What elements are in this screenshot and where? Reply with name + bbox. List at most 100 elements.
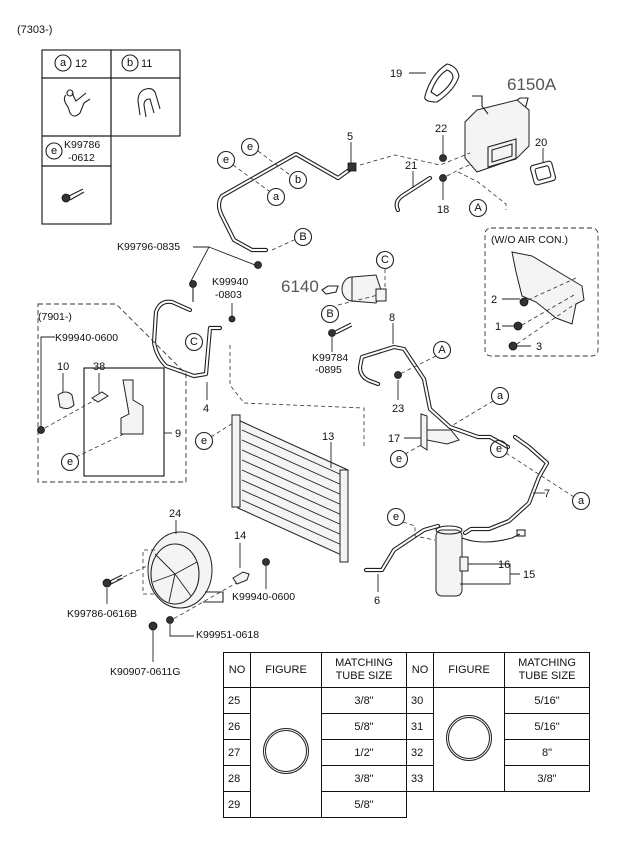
condenser-fins — [241, 429, 345, 547]
header-no-2: NO — [406, 652, 434, 688]
hw-label-k99796-0835: K99796-0835 — [117, 241, 180, 253]
callout-a-3 — [571, 491, 591, 511]
nut-icon — [166, 616, 174, 624]
o-ring-icon — [446, 715, 492, 761]
row-no: 25 — [223, 687, 251, 714]
part-label-24: 24 — [169, 508, 181, 520]
svg-text:a: a — [497, 390, 504, 402]
svg-text:C: C — [381, 254, 389, 266]
row-size: 3/8" — [321, 687, 407, 714]
row-size: 3/8" — [321, 765, 407, 792]
table-row: 27 1/2" 32 8" — [223, 739, 590, 766]
o-ring-icon — [263, 728, 309, 774]
callout-e-5 — [60, 452, 80, 472]
hw-label-k99784-0895-line2: -0895 — [315, 364, 342, 376]
row-no: 29 — [223, 791, 251, 818]
hw-label-k99786-0616b: K99786-0616B — [67, 608, 137, 620]
switch-14-icon — [232, 571, 250, 585]
ref-label-6150a: 6150A — [507, 75, 557, 94]
hw-label-k99951-0618: K99951-0618 — [196, 629, 259, 641]
row-no: 27 — [223, 739, 251, 766]
nut-1-icon — [513, 321, 523, 331]
range-label-7303: (7303-) — [17, 24, 52, 36]
bracket-17: 17 e — [388, 413, 460, 469]
part-label-21: 21 — [405, 160, 417, 172]
svg-text:B: B — [299, 231, 306, 243]
callout-e-6 — [194, 431, 214, 451]
oring-23-icon — [394, 371, 402, 379]
callout-A-2 — [432, 340, 452, 360]
part-label-4: 4 — [203, 403, 209, 415]
bolt-icon — [102, 578, 112, 588]
row-size: 5/8" — [321, 791, 407, 818]
hw-label-k99940-0803-line1: K99940 — [212, 276, 248, 288]
range-7901-group: (7901-) K99940-0600 10 38 9 e — [37, 303, 187, 483]
svg-text:C: C — [190, 336, 198, 348]
callout-e-2 — [240, 137, 260, 157]
hw-label-k99940-0600-a: K99940-0600 — [55, 332, 118, 344]
cover-plate-icon — [511, 251, 585, 325]
ref-label-6140: 6140 — [281, 277, 319, 296]
part-label-17: 17 — [388, 433, 400, 445]
row-no: 26 — [223, 713, 251, 740]
legend-e-part-line2: -0612 — [68, 152, 95, 164]
clip-a-icon — [63, 89, 91, 117]
hw-label-k90907-0611g: K90907-0611G — [110, 666, 180, 678]
part-label-3: 3 — [536, 341, 542, 353]
seal-19-icon — [424, 63, 460, 103]
svg-text:e: e — [393, 511, 399, 523]
callout-B-1 — [293, 227, 313, 247]
table-row: 28 3/8" 33 3/8" — [223, 765, 590, 792]
svg-text:e: e — [201, 435, 207, 447]
callout-a-1 — [266, 187, 286, 207]
callout-e-1 — [216, 150, 236, 170]
suction-tube-5: 5 e e b a B — [216, 131, 357, 253]
sensor-38-icon — [91, 391, 109, 403]
fan-assembly-24: 24 K99786-0616B K99951-0618 K90907-0611G — [67, 508, 259, 678]
bolt-icon — [189, 280, 197, 288]
svg-text:b: b — [295, 174, 301, 186]
ref-arrow-6140-icon — [321, 285, 339, 295]
drier-body — [435, 529, 463, 597]
legend-b: b 11 — [121, 54, 152, 72]
bolt-icon — [328, 329, 336, 337]
fan-shroud — [147, 531, 213, 609]
part-label-13: 13 — [322, 431, 334, 443]
evaporator-assembly: 19 6150A 20 22 18 21 A — [359, 63, 557, 218]
legend-a-part: 12 — [75, 58, 87, 70]
table-row: 29 5/8" — [223, 791, 590, 818]
nut-icon — [37, 426, 45, 434]
part-label-10: 10 — [57, 361, 69, 373]
row-size: 5/16" — [504, 713, 590, 740]
part-label-6: 6 — [374, 595, 380, 607]
condenser-13: 13 e — [194, 414, 349, 563]
tube-8: 8 A 23 a — [357, 312, 511, 450]
oring-22-icon — [439, 154, 447, 162]
oring-18-icon — [439, 174, 447, 182]
callout-B-2 — [320, 304, 340, 324]
part-label-5: 5 — [347, 131, 353, 143]
row-size: 8" — [504, 739, 590, 766]
tube-7: 7 e a — [462, 434, 591, 536]
legend-a: a 12 — [54, 54, 87, 72]
legend-b-part: 11 — [141, 58, 152, 70]
wo-aircon-label: (W/O AIR CON.) — [491, 234, 568, 246]
header-no: NO — [223, 652, 251, 688]
header-figure: FIGURE — [250, 652, 322, 688]
range-label-7901: (7901-) — [38, 311, 72, 323]
svg-text:a: a — [578, 495, 585, 507]
part-label-9: 9 — [175, 428, 181, 440]
part-label-8: 8 — [389, 312, 395, 324]
part-label-18: 18 — [437, 204, 449, 216]
part-label-38: 38 — [93, 361, 105, 373]
row-no: 31 — [406, 713, 434, 740]
compressor-group: 6140 C B K99784 -0895 — [281, 250, 395, 376]
callout-e-7 — [386, 507, 406, 527]
legend-box: a 12 b 11 e K99786 -0612 — [41, 49, 181, 225]
legend-e-symbol: e — [51, 145, 57, 157]
empty-cell — [434, 792, 505, 818]
row-no: 33 — [406, 765, 434, 792]
nut-icon — [228, 315, 236, 323]
